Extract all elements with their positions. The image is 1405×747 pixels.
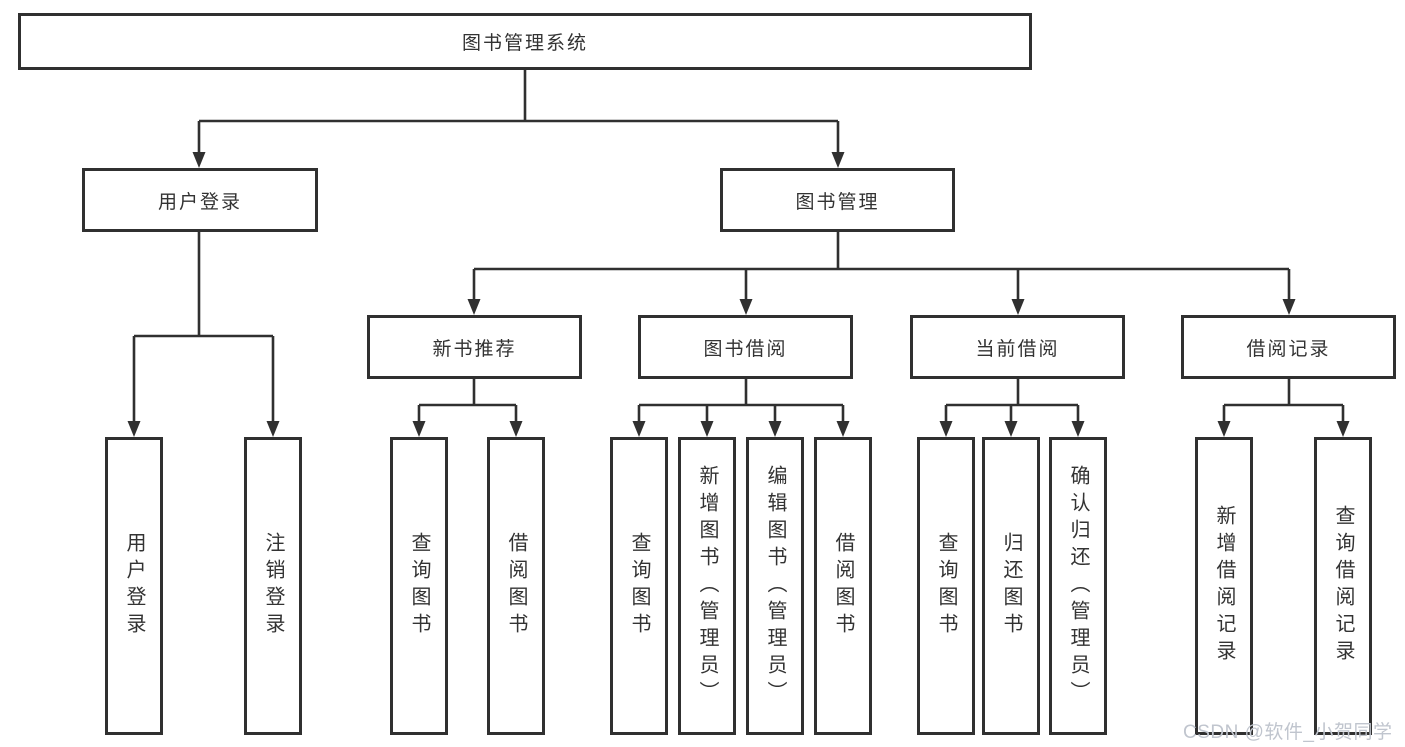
leaf-query-books-recommend-label: 查询图书 <box>408 532 430 640</box>
leaf-borrow-books-label: 借阅图书 <box>832 532 854 640</box>
leaf-user-login: 用户登录 <box>105 437 163 735</box>
leaf-logout-label: 注销登录 <box>262 532 284 640</box>
leaf-add-borrow-record: 新增借阅记录 <box>1195 437 1253 735</box>
node-root-system: 图书管理系统 <box>18 13 1032 70</box>
leaf-query-borrow-record: 查询借阅记录 <box>1314 437 1372 735</box>
leaf-query-books-current: 查询图书 <box>917 437 975 735</box>
leaf-return-books: 归还图书 <box>982 437 1040 735</box>
leaf-query-borrow-record-label: 查询借阅记录 <box>1332 505 1354 667</box>
node-current-borrow: 当前借阅 <box>910 315 1125 379</box>
node-borrow-records-label: 借阅记录 <box>1246 338 1331 360</box>
leaf-query-books-current-label: 查询图书 <box>935 532 957 640</box>
leaf-borrow-books-recommend: 借阅图书 <box>487 437 545 735</box>
node-new-book-recommend-label: 新书推荐 <box>432 338 517 360</box>
leaf-edit-books-admin-label: 编辑图书（管理员） <box>764 464 786 708</box>
node-book-borrow-label: 图书借阅 <box>703 338 788 360</box>
leaf-add-borrow-record-label: 新增借阅记录 <box>1213 505 1235 667</box>
node-borrow-records: 借阅记录 <box>1181 315 1396 379</box>
leaf-query-books-borrow-label: 查询图书 <box>628 532 650 640</box>
leaf-return-books-label: 归还图书 <box>1000 532 1022 640</box>
leaf-confirm-return-admin: 确认归还（管理员） <box>1049 437 1107 735</box>
leaf-confirm-return-admin-label: 确认归还（管理员） <box>1067 464 1089 708</box>
leaf-user-login-label: 用户登录 <box>123 532 145 640</box>
node-book-borrow: 图书借阅 <box>638 315 853 379</box>
node-root-label: 图书管理系统 <box>461 33 588 54</box>
node-new-book-recommend: 新书推荐 <box>367 315 582 379</box>
node-current-borrow-label: 当前借阅 <box>975 338 1060 360</box>
leaf-logout: 注销登录 <box>244 437 302 735</box>
leaf-add-books-admin-label: 新增图书（管理员） <box>696 464 718 708</box>
leaf-edit-books-admin: 编辑图书（管理员） <box>746 437 804 735</box>
node-user-login: 用户登录 <box>82 168 318 232</box>
node-book-management: 图书管理 <box>720 168 955 232</box>
node-user-login-label: 用户登录 <box>157 191 242 213</box>
node-book-management-label: 图书管理 <box>795 191 880 213</box>
leaf-query-books-borrow: 查询图书 <box>610 437 668 735</box>
leaf-query-books-recommend: 查询图书 <box>390 437 448 735</box>
leaf-add-books-admin: 新增图书（管理员） <box>678 437 736 735</box>
csdn-watermark: CSDN @软件_小贺同学 <box>1183 722 1393 743</box>
leaf-borrow-books: 借阅图书 <box>814 437 872 735</box>
leaf-borrow-books-recommend-label: 借阅图书 <box>505 532 527 640</box>
